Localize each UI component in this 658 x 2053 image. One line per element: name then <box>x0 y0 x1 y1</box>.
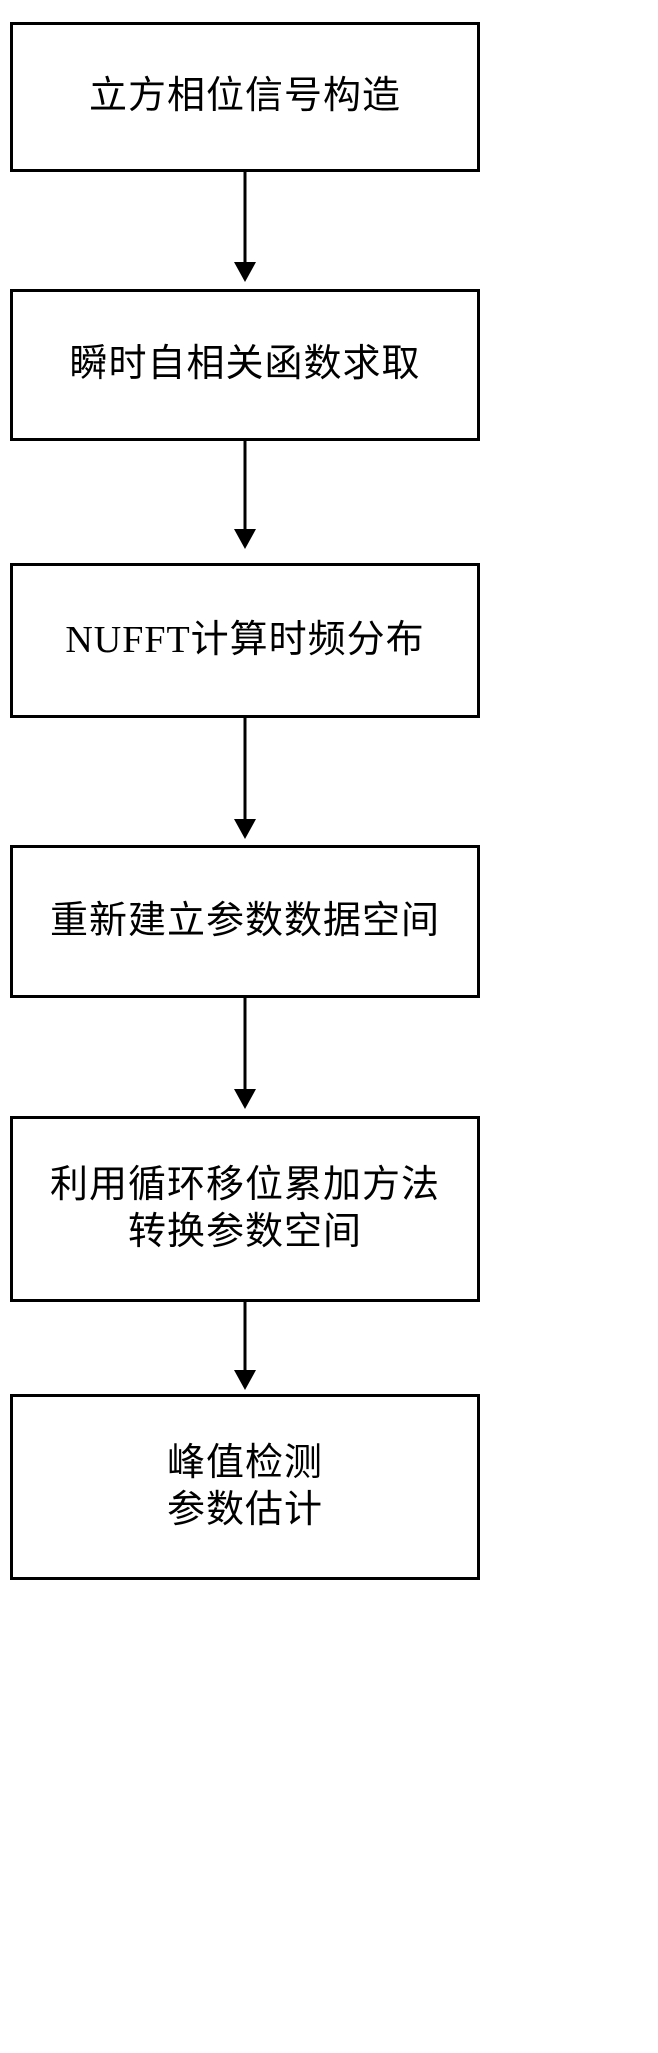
flowchart-node-1: 立方相位信号构造 <box>10 22 480 172</box>
arrowhead-1-2 <box>234 262 256 282</box>
flowchart-node-3: NUFFT计算时频分布 <box>10 563 480 718</box>
flowchart-node-2-label: 瞬时自相关函数求取 <box>69 343 421 386</box>
connector-3-4 <box>243 718 247 821</box>
flowchart-node-2: 瞬时自相关函数求取 <box>10 289 480 441</box>
flowchart-node-1-label: 立方相位信号构造 <box>88 75 401 118</box>
flowchart-node-6: 峰值检测 参数估计 <box>10 1394 480 1580</box>
flowchart-node-5-label: 利用循环移位累加方法 转换参数空间 <box>49 1163 440 1254</box>
flowchart-node-6-label: 峰值检测 参数估计 <box>166 1441 323 1532</box>
connector-2-3 <box>243 441 247 531</box>
arrowhead-2-3 <box>234 529 256 549</box>
arrowhead-4-5 <box>234 1089 256 1109</box>
arrowhead-3-4 <box>234 819 256 839</box>
flowchart-node-3-label: NUFFT计算时频分布 <box>65 618 425 661</box>
arrowhead-5-6 <box>234 1370 256 1390</box>
flowchart-node-4: 重新建立参数数据空间 <box>10 845 480 998</box>
connector-4-5 <box>243 998 247 1091</box>
flowchart-node-5: 利用循环移位累加方法 转换参数空间 <box>10 1116 480 1302</box>
connector-1-2 <box>243 172 247 264</box>
connector-5-6 <box>243 1302 247 1372</box>
flowchart-node-4-label: 重新建立参数数据空间 <box>49 899 440 942</box>
